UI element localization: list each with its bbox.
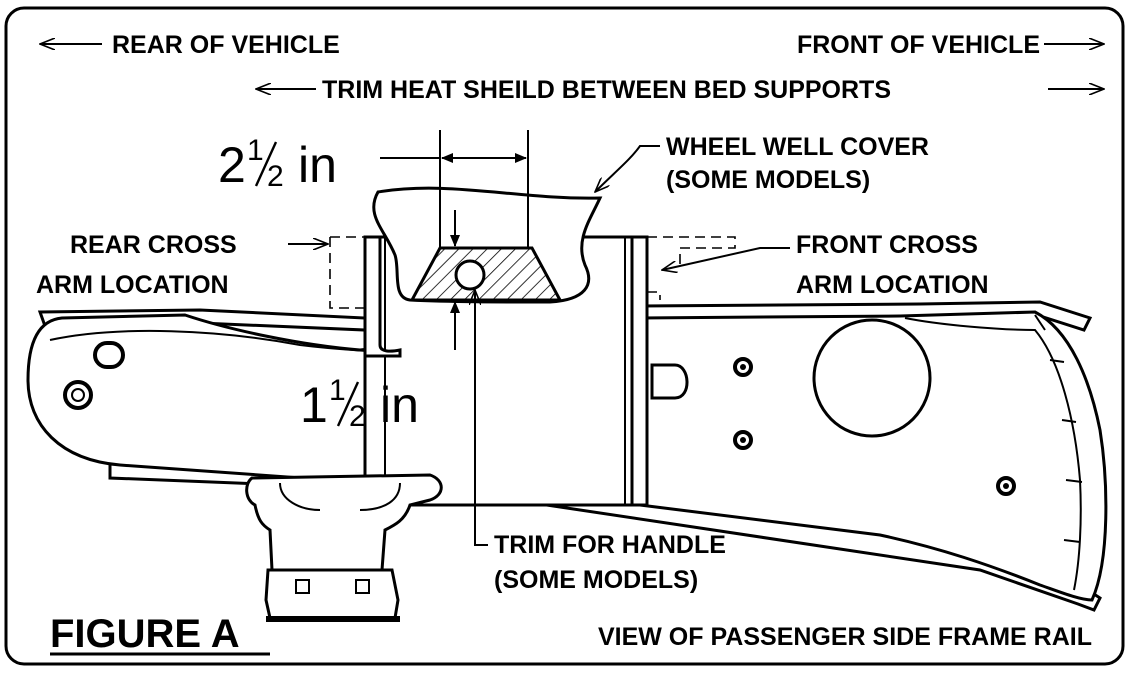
lower-bracket-body: [245, 473, 443, 572]
lower-bracket-base: [264, 568, 400, 620]
view-caption: VIEW OF PASSENGER SIDE FRAME RAIL: [598, 623, 1092, 651]
width-whole: 2: [218, 137, 246, 193]
front-cross-arm-label-1: FRONT CROSS: [796, 231, 978, 259]
heat-shield-trim-area: [409, 246, 563, 302]
slot-left: [295, 579, 310, 594]
rear-of-vehicle-label: REAR OF VEHICLE: [112, 31, 340, 59]
bracket-front-lip: [630, 235, 649, 507]
height-unit: in: [380, 377, 419, 433]
height-numerator: 1: [329, 374, 346, 407]
trim-handle-label-1: TRIM FOR HANDLE: [494, 531, 726, 559]
front-cross-arm-outline: [647, 236, 736, 300]
height-whole: 1: [300, 377, 328, 433]
dimension-height-label: 1 1 2 in: [300, 374, 419, 433]
lower-bracket-contour: [279, 482, 401, 511]
trim-handle-leader: [475, 290, 488, 546]
frame-large-hole: [812, 318, 932, 438]
front-cross-arm-label-2: ARM LOCATION: [796, 271, 989, 299]
wheel-well-cover-label-2: (SOME MODELS): [666, 166, 870, 194]
dimension-width-label: 2 1 2 in: [218, 134, 337, 193]
height-denominator: 2: [349, 400, 366, 433]
bracket-inner-edges: [384, 237, 626, 505]
trim-handle-label-2: (SOME MODELS): [494, 566, 698, 594]
front-cross-leader: [662, 247, 790, 270]
wheel-well-cover-label-1: WHEEL WELL COVER: [666, 133, 929, 161]
figure-border: [4, 6, 1125, 666]
width-unit: in: [298, 137, 337, 193]
bracket-tab: [650, 363, 689, 400]
handle-hole: [454, 259, 486, 291]
lower-bracket: [245, 473, 443, 622]
frame-rail-rear-contour: [49, 329, 381, 353]
slot-right: [355, 579, 370, 594]
frame-rail-rib-ticks: [1034, 314, 1083, 543]
wheel-well-leader: [595, 145, 660, 192]
rear-cross-arm-label-1: REAR CROSS: [70, 231, 237, 259]
leader-lines: [288, 145, 790, 546]
rear-cross-arm-label-2: ARM LOCATION: [36, 271, 229, 299]
dimension-width: [380, 130, 529, 248]
frame-rail-rib: [904, 317, 1082, 591]
width-denominator: 2: [267, 160, 284, 193]
front-of-vehicle-label: FRONT OF VEHICLE: [797, 31, 1040, 59]
bracket-rear-lip: [363, 235, 402, 358]
direction-arrows: [40, 44, 1104, 89]
trim-heat-shield-label: TRIM HEAT SHEILD BETWEEN BED SUPPORTS: [322, 76, 891, 104]
width-numerator: 1: [247, 134, 264, 167]
rear-cross-arm-outline: [329, 236, 365, 309]
figure-title: FIGURE A: [50, 612, 240, 656]
lower-bracket-foot: [266, 616, 400, 622]
